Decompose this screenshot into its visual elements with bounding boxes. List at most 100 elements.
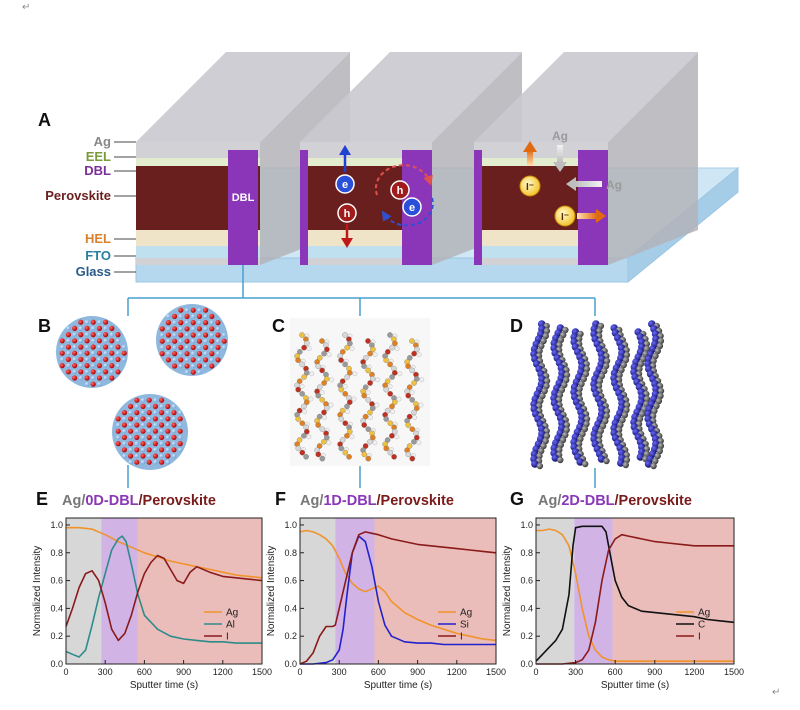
svg-text:I⁻: I⁻ — [561, 212, 569, 223]
layer-labels: Ag EEL DBL Perovskite HEL FTO Glass — [45, 134, 136, 279]
shaded-region-3 — [137, 518, 262, 664]
x-tick-label: 1500 — [724, 667, 744, 677]
polymer-chain-2 — [314, 338, 335, 462]
connector-lines — [127, 265, 596, 488]
svg-text:I⁻: I⁻ — [526, 182, 534, 193]
layer-stack-6 — [630, 328, 651, 463]
panel-label-e: E — [36, 489, 48, 509]
y-axis-label: Normalized Intensity — [502, 546, 513, 637]
y-tick-label: 0.8 — [50, 548, 63, 558]
legend-label-si: Si — [460, 620, 469, 631]
series-line-ag — [536, 528, 734, 662]
layer-label-ag: Ag — [94, 134, 111, 149]
layer-label-hel: HEL — [85, 231, 111, 246]
polymer-chain-4 — [360, 338, 381, 462]
layer-stack-7 — [644, 320, 665, 470]
panel-d: D — [510, 316, 665, 470]
y-tick-label: 0.2 — [284, 631, 297, 641]
legend-label-i: I — [698, 632, 701, 643]
y-tick-label: 0.2 — [520, 631, 533, 641]
series-line-ag — [299, 529, 497, 642]
layer-stack-2 — [550, 324, 571, 464]
shaded-region-3 — [612, 518, 734, 664]
ion-right-arrow — [577, 213, 597, 219]
layer-label-eel: EEL — [86, 149, 111, 164]
panel-label-d: D — [510, 316, 523, 336]
y-tick-label: 0.6 — [520, 576, 533, 586]
shaded-region-3 — [374, 518, 496, 664]
nanocluster-3 — [112, 394, 188, 470]
shaded-region-2 — [574, 518, 613, 664]
legend-label-i: I — [460, 632, 463, 643]
x-tick-label: 900 — [647, 667, 662, 677]
y-tick-label: 0.2 — [50, 631, 63, 641]
x-tick-label: 0 — [297, 667, 302, 677]
y-tick-label: 0.4 — [284, 603, 297, 613]
legend-label-ag: Ag — [460, 608, 472, 619]
x-tick-label: 300 — [98, 667, 113, 677]
svg-text:Ag: Ag — [606, 178, 622, 192]
panel-c: C — [272, 316, 430, 466]
x-tick-label: 1500 — [252, 667, 272, 677]
plot-frame — [535, 517, 735, 665]
ag-down-arrow — [557, 145, 563, 163]
panel-label-g: G — [510, 489, 524, 509]
dbl-layer-3 — [578, 150, 608, 265]
polymer-chain-models — [294, 332, 425, 462]
layer-label-glass: Glass — [76, 264, 111, 279]
recombination-arrow-red — [374, 164, 433, 196]
x-axis-label: Sputter time (s) — [364, 680, 432, 691]
legend-label-i: I — [226, 632, 229, 643]
x-tick-label: 600 — [371, 667, 386, 677]
layer-label-perovskite: Perovskite — [45, 188, 111, 203]
iodide-ion-2 — [554, 205, 576, 227]
svg-text:e: e — [342, 179, 348, 191]
polymer-chain-1 — [294, 332, 315, 460]
layer-stack-1 — [530, 320, 551, 470]
y-tick-label: 0.0 — [50, 659, 63, 669]
panel-label-f: F — [275, 489, 286, 509]
iodide-ion-1 — [519, 175, 541, 197]
x-tick-label: 1200 — [447, 667, 467, 677]
dbl-layer-1 — [228, 150, 258, 265]
legend-label-ag: Ag — [226, 608, 238, 619]
plot-frame — [299, 517, 497, 665]
series-line-al — [65, 535, 262, 658]
electron-particle-1 — [335, 174, 355, 194]
svg-text:h: h — [344, 208, 351, 220]
chart-title: Ag/1D-DBL/Perovskite — [300, 493, 454, 509]
y-tick-label: 1.0 — [50, 520, 63, 530]
x-tick-label: 0 — [533, 667, 538, 677]
svg-text:h: h — [397, 185, 404, 197]
panel-label-a: A — [38, 110, 51, 130]
corner-mark-top: ↵ — [22, 2, 30, 13]
ag-left-arrow — [574, 181, 602, 187]
ion-migration-diagram: I⁻ Ag Ag I⁻ — [519, 129, 622, 227]
polymer-chain-6 — [404, 338, 425, 462]
layer-stack-4 — [590, 320, 611, 465]
x-tick-label: 300 — [332, 667, 347, 677]
polymer-chain-3 — [337, 332, 358, 460]
series-line-si — [300, 535, 496, 665]
panel-label-b: B — [38, 316, 51, 336]
svg-text:Ag: Ag — [552, 129, 568, 143]
y-tick-label: 0.4 — [50, 603, 63, 613]
layer-label-dbl: DBL — [84, 163, 111, 178]
x-axis-label: Sputter time (s) — [601, 680, 669, 691]
y-tick-label: 0.8 — [284, 548, 297, 558]
series-line-i — [65, 554, 263, 642]
shaded-region-1 — [536, 518, 575, 664]
legend-label-c: C — [698, 620, 705, 631]
svg-text:e: e — [409, 202, 415, 214]
y-tick-label: 0.6 — [284, 576, 297, 586]
x-tick-label: 1500 — [486, 667, 506, 677]
corner-mark-bottom: ↵ — [772, 687, 780, 698]
series-line-i — [536, 533, 734, 665]
series-line-i — [299, 531, 497, 665]
carrier-diagram: e h h e — [335, 145, 434, 248]
y-tick-label: 0.0 — [284, 659, 297, 669]
